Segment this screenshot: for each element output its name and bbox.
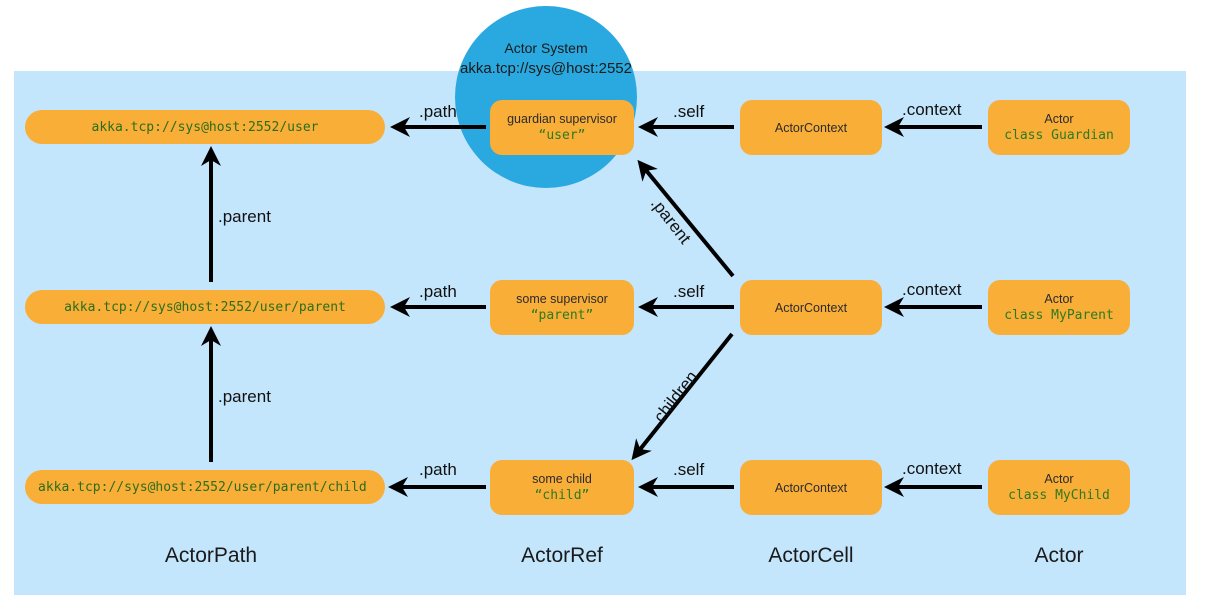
actor-ref-child-kind: some child — [532, 472, 592, 486]
actor-path-parent: akka.tcp://sys@host:2552/user/parent — [25, 290, 385, 324]
actor-parent: Actor class MyParent — [988, 280, 1130, 335]
column-label-actorcell: ActorCell — [768, 544, 854, 567]
actor-path-child-text: akka.tcp://sys@host:2552/user/parent/chi… — [38, 479, 367, 495]
actor-system-title: Actor System — [504, 40, 588, 56]
label-path-row1: .path — [419, 282, 457, 301]
column-label-actor: Actor — [1034, 544, 1084, 567]
actor-cell-guardian: ActorContext — [740, 100, 882, 155]
actor-path-user-text: akka.tcp://sys@host:2552/user — [91, 119, 319, 135]
actor-child: Actor class MyChild — [988, 460, 1130, 515]
label-self-row2: .self — [673, 460, 705, 479]
actor-guardian-class: class Guardian — [1004, 128, 1114, 143]
actor-cell-child-text: ActorContext — [774, 480, 848, 495]
label-context-row1: .context — [902, 280, 962, 299]
actor-ref-guardian: guardian supervisor “user” — [490, 100, 634, 155]
label-parent-vertical-1: .parent — [218, 207, 271, 226]
actor-cell-parent-text: ActorContext — [774, 300, 848, 315]
actor-ref-parent-kind: some supervisor — [516, 292, 608, 306]
label-context-row0: .context — [902, 100, 962, 119]
actor-ref-child-name: “child” — [534, 488, 590, 503]
label-context-row2: .context — [902, 459, 962, 478]
actor-path-parent-text: akka.tcp://sys@host:2552/user/parent — [64, 299, 346, 315]
actor-cell-parent: ActorContext — [740, 280, 882, 335]
actor-ref-guardian-kind: guardian supervisor — [507, 112, 617, 126]
label-parent-vertical-2: .parent — [218, 387, 271, 406]
actor-ref-parent: some supervisor “parent” — [490, 280, 634, 335]
actor-path-user: akka.tcp://sys@host:2552/user — [25, 110, 385, 144]
actor-parent-kind: Actor — [1044, 292, 1074, 306]
actor-ref-parent-name: “parent” — [530, 308, 594, 323]
actor-child-kind: Actor — [1044, 472, 1074, 486]
label-self-row0: .self — [673, 102, 705, 121]
label-path-row2: .path — [419, 460, 457, 479]
column-label-actorpath: ActorPath — [164, 544, 258, 567]
actor-guardian: Actor class Guardian — [988, 100, 1130, 155]
actor-system-address: akka.tcp://sys@host:2552 — [460, 60, 632, 77]
actor-cell-child: ActorContext — [740, 460, 882, 515]
label-self-row1: .self — [673, 282, 705, 301]
label-path-row0: .path — [419, 102, 457, 121]
actor-path-child: akka.tcp://sys@host:2552/user/parent/chi… — [25, 470, 385, 504]
column-label-actorref: ActorRef — [521, 544, 603, 567]
actor-cell-guardian-text: ActorContext — [774, 120, 848, 135]
actor-guardian-kind: Actor — [1044, 112, 1074, 126]
actor-ref-guardian-name: “user” — [538, 128, 586, 143]
actor-child-class: class MyChild — [1008, 488, 1110, 503]
actor-system-circle — [455, 6, 637, 188]
actor-ref-child: some child “child” — [490, 460, 634, 515]
actor-parent-class: class MyParent — [1004, 308, 1114, 323]
